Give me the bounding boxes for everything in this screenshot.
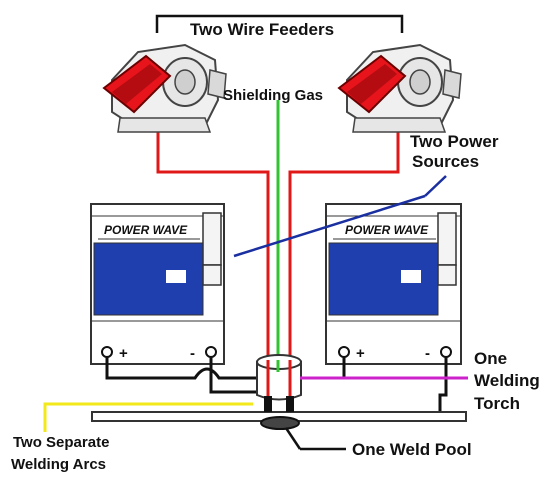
arcs-pointer — [43, 402, 253, 432]
power-sources-label-1: Two Power — [410, 132, 499, 151]
weld-pool-label: One Weld Pool — [352, 440, 472, 459]
weld-pool — [260, 416, 300, 430]
positive-terminal-left: + — [119, 345, 128, 362]
power-source-left: POWER WAVE + - — [90, 203, 225, 365]
weld-pool-pointer-stem — [284, 427, 302, 450]
power-source-right: POWER WAVE + - — [325, 203, 462, 365]
welding-torch — [256, 354, 302, 412]
wire-feeder-left — [102, 43, 227, 133]
torch-label-3: Torch — [474, 394, 520, 413]
negative-terminal-right: - — [425, 345, 430, 362]
arcs-label-2: Welding Arcs — [11, 456, 107, 473]
wire-feeder-right — [337, 43, 462, 133]
torch-label-2: Welding — [474, 371, 540, 390]
brand-label-left: POWER WAVE — [104, 223, 188, 237]
shielding-gas-label: Shielding Gas — [223, 87, 324, 104]
power-sources-label-2: Sources — [412, 152, 480, 171]
torch-label-1: One — [474, 349, 508, 368]
positive-terminal-right: + — [356, 345, 365, 362]
electrode-wires — [156, 122, 400, 400]
wire-feeders-label: Two Wire Feeders — [190, 20, 335, 39]
arcs-label-1: Two Separate — [13, 434, 110, 451]
feeders-bracket — [155, 14, 404, 33]
negative-terminal-left: - — [190, 345, 195, 362]
brand-label-right: POWER WAVE — [345, 223, 429, 237]
power-sources-pointer — [233, 175, 447, 258]
